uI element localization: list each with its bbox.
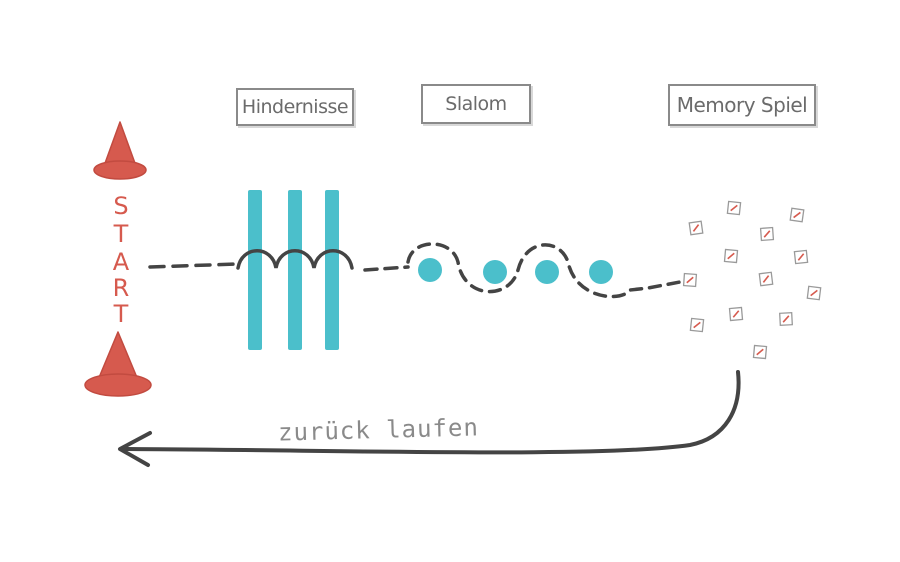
memory-card-icon (793, 249, 809, 265)
return-path-line (123, 370, 741, 455)
memory-card-icon (752, 344, 768, 360)
memory-card-icon (688, 220, 704, 236)
slalom-marker-1 (418, 258, 442, 282)
top-cone-icon (93, 121, 147, 180)
slalom-marker-4 (589, 260, 613, 284)
hurdle-pole-2 (288, 190, 302, 350)
hurdle-pole-3 (325, 190, 339, 350)
memory-card-icon (689, 317, 705, 333)
bottom-cone-icon (84, 331, 152, 397)
start-letter: A (112, 248, 130, 276)
return-path-label: zurück laufen (277, 413, 480, 447)
memory-card-icon (728, 306, 744, 322)
slalom-marker-2 (483, 260, 507, 284)
arrow-left-icon (118, 431, 152, 467)
memory-card-icon (779, 312, 793, 326)
memory-card-icon (759, 226, 775, 242)
memory-card-icon (726, 200, 742, 216)
start-letter: T (113, 220, 129, 248)
station-label-memory: Memory Spiel (668, 84, 816, 126)
memory-card-icon (806, 285, 822, 301)
memory-card-icon (758, 271, 774, 287)
course-path-start (148, 262, 240, 269)
memory-cards (682, 200, 822, 360)
memory-card-icon (723, 248, 739, 264)
memory-card-icon (682, 272, 698, 288)
hurdle-pole-1 (248, 190, 262, 350)
station-label-slalom: Slalom (421, 84, 531, 124)
station-label-hurdles: Hindernisse (236, 88, 354, 126)
start-letter: R (112, 274, 130, 302)
slalom-marker-3 (535, 260, 559, 284)
start-letter: S (113, 192, 129, 220)
memory-card-icon (789, 207, 805, 223)
hurdle-jump-path (236, 249, 354, 270)
course-path-middle (363, 265, 410, 272)
slalom-path (406, 242, 682, 299)
start-letter: T (113, 300, 129, 328)
